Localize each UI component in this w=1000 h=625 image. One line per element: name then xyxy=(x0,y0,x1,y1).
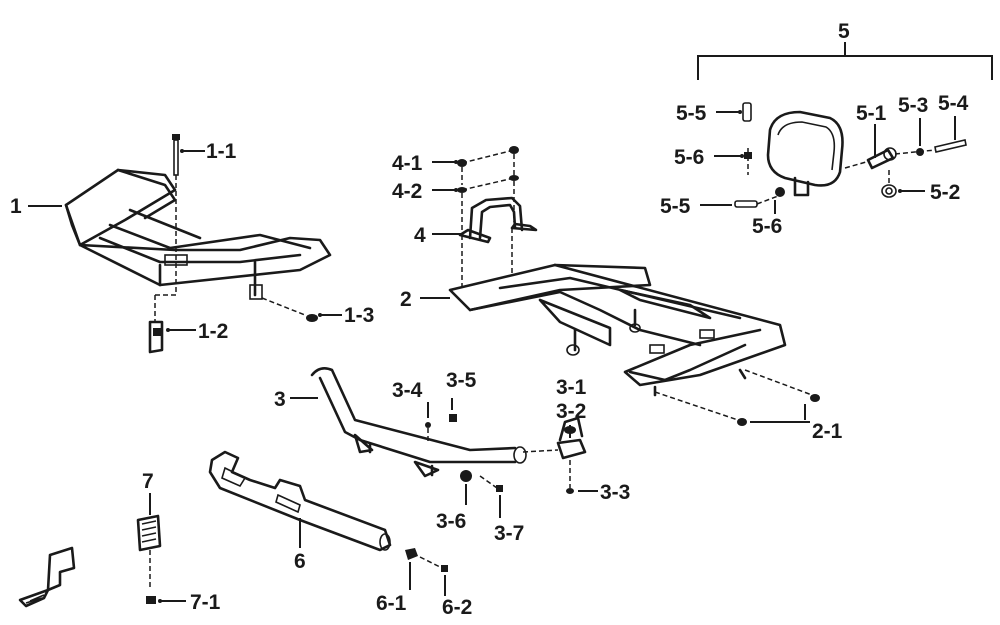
front-carrier-part-1 xyxy=(64,168,332,300)
side-bar-part-6 xyxy=(208,450,392,552)
label-4: 4 xyxy=(414,224,426,247)
bolt-part-5-4 xyxy=(894,139,967,155)
bolt-part-5-5-bottom xyxy=(734,195,779,208)
label-4-2: 4-2 xyxy=(392,180,422,203)
bracket-part-4 xyxy=(458,196,538,290)
leader-lines xyxy=(28,110,956,603)
nut-part-5-6-top xyxy=(744,148,752,175)
front-direction-icon xyxy=(18,546,76,608)
label-5-5-top: 5-5 xyxy=(676,102,707,125)
label-3-7: 3-7 xyxy=(494,522,524,545)
label-6-2: 6-2 xyxy=(442,596,472,619)
bolt-part-6-2 xyxy=(419,556,448,572)
nut-part-3-6 xyxy=(460,470,472,482)
label-5-6-bottom: 5-6 xyxy=(752,215,782,238)
rear-carrier-part-2 xyxy=(448,263,787,397)
label-3-4: 3-4 xyxy=(392,379,423,402)
label-1-1: 1-1 xyxy=(206,140,237,163)
washers-part-4-2 xyxy=(457,175,519,230)
label-3-2: 3-2 xyxy=(556,400,586,423)
bolt-part-3-3 xyxy=(566,460,574,494)
label-3-1: 3-1 xyxy=(556,376,587,399)
nut-part-5-6-bottom xyxy=(775,187,785,197)
label-4-1: 4-1 xyxy=(392,152,423,175)
nut-part-6-1 xyxy=(405,548,418,560)
label-1: 1 xyxy=(10,195,22,218)
clamp-part-1-2 xyxy=(148,320,164,354)
label-5-1: 5-1 xyxy=(856,102,887,125)
tube-bar-part-3 xyxy=(310,367,527,478)
part-labels: 1 1-1 1-2 1-3 2 2-1 3 3-1 3-2 3-3 3-4 3-… xyxy=(10,20,969,619)
sleeve-part-5-1 xyxy=(844,147,897,170)
backrest-part-5 xyxy=(697,42,993,197)
label-7-1: 7-1 xyxy=(190,591,221,614)
label-3-6: 3-6 xyxy=(436,510,466,533)
bolts-part-4-1 xyxy=(457,146,519,185)
label-1-3: 1-3 xyxy=(344,304,374,327)
label-5-4: 5-4 xyxy=(938,92,969,115)
label-3: 3 xyxy=(274,388,286,411)
label-5-3: 5-3 xyxy=(898,94,928,117)
label-7: 7 xyxy=(142,470,154,493)
bolt-part-3-7 xyxy=(479,475,503,492)
clamp-part-3-1-3-2 xyxy=(522,416,587,460)
pin-part-5-5-top xyxy=(742,102,752,122)
bolts-part-3-4-3-5 xyxy=(425,414,457,442)
label-2-1: 2-1 xyxy=(812,420,843,443)
label-2: 2 xyxy=(400,288,412,311)
label-6-1: 6-1 xyxy=(376,592,407,615)
label-5: 5 xyxy=(838,20,850,43)
bushing-part-5-2 xyxy=(881,170,897,198)
label-1-2: 1-2 xyxy=(198,320,228,343)
bolts-part-2-1 xyxy=(654,369,820,426)
bolt-part-1-1 xyxy=(154,134,180,322)
label-3-5: 3-5 xyxy=(446,369,477,392)
label-5-2: 5-2 xyxy=(930,181,960,204)
label-5-6-top: 5-6 xyxy=(674,146,704,169)
bolt-part-7-1 xyxy=(146,596,156,604)
label-3-3: 3-3 xyxy=(600,481,630,504)
label-5-5-bottom: 5-5 xyxy=(660,195,691,218)
reflector-part-7 xyxy=(136,514,162,590)
bolt-part-1-3 xyxy=(261,297,318,322)
label-6: 6 xyxy=(294,550,306,573)
